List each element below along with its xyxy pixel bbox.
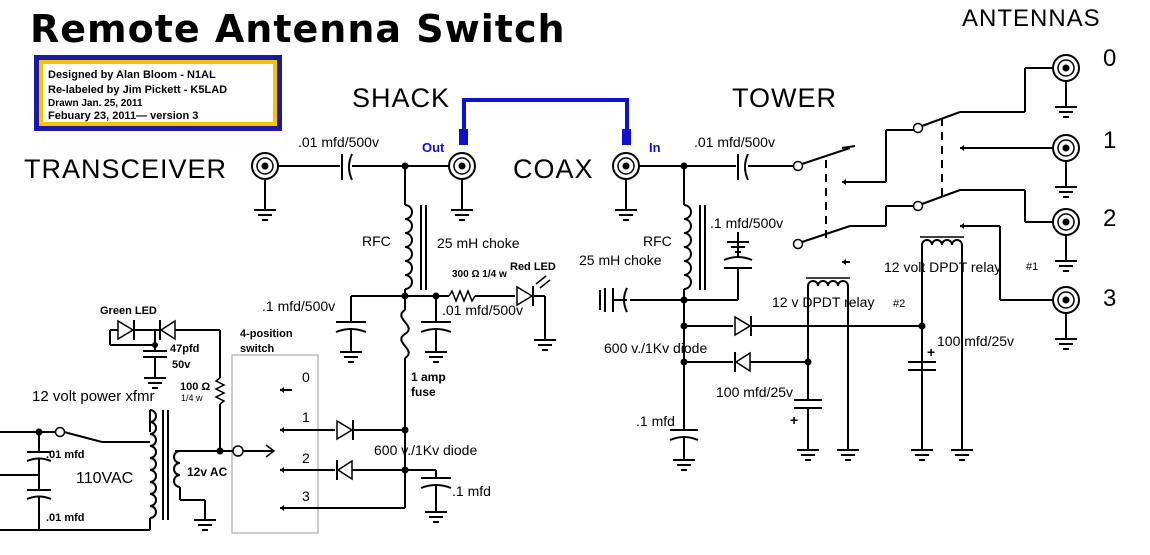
shack-label: SHACK <box>352 83 450 113</box>
shack-out-jack <box>448 152 476 180</box>
credits-box: Designed by Alan Bloom - N1AL Re-labeled… <box>34 55 282 131</box>
cap-shack-series-label: .01 mfd/500v <box>298 134 379 150</box>
red-led-label: Red LED <box>510 261 556 273</box>
cap-shack-bottom-label: .1 mfd <box>452 483 491 499</box>
choke-shack <box>404 204 427 290</box>
cap-100-a-label: 100 mfd/25v <box>937 333 1014 349</box>
antenna-num-0: 0 <box>1103 45 1117 72</box>
cap-tower-series <box>737 153 749 181</box>
cap-47pfd-label: 47pfd <box>170 343 199 355</box>
diode-sw-1 <box>336 419 354 441</box>
cap-shack-1-label: .1 mfd/500v <box>262 298 335 314</box>
tower-in-jack <box>612 152 640 180</box>
transceiver-jack <box>251 152 279 180</box>
antenna-jack-1 <box>1052 134 1080 198</box>
green-led-label: Green LED <box>100 305 157 317</box>
antenna-num-2: 2 <box>1103 205 1117 232</box>
in-label: In <box>649 140 661 155</box>
power-xfmr <box>149 409 181 520</box>
diode-tower-label: 600 v./1Kv diode <box>604 340 707 356</box>
switch-pos-3: 3 <box>302 488 310 504</box>
credit-line-2: Re-labeled by Jim Pickett - K5LAD <box>48 84 227 96</box>
cap-tower-1-label: .1 mfd/500v <box>710 215 783 231</box>
relay-1-coil <box>920 236 964 246</box>
cap-47pfd-v-label: 50v <box>172 359 191 371</box>
diode-sw-2 <box>336 459 353 481</box>
switch-pos-1: 1 <box>302 409 310 425</box>
fuse-label: 1 amp <box>411 370 446 384</box>
resistor-100-label: 100 Ω <box>180 381 210 393</box>
xfmr-label: 12 volt power xfmr <box>32 388 155 405</box>
coax-label: COAX <box>513 154 594 184</box>
choke-tower-label: 25 mH choke <box>579 252 662 268</box>
cap-ac-1-label: .01 mfd <box>46 449 85 461</box>
switch-box <box>231 354 319 534</box>
antenna-jack-3 <box>1052 286 1080 350</box>
credit-line-1: Designed by Alan Bloom - N1AL <box>48 69 216 81</box>
diode-shack-label: 600 v./1Kv diode <box>374 442 477 458</box>
cap-100-b-plus: + <box>790 412 798 428</box>
green-led-a <box>117 319 135 341</box>
switch-title: 4-position <box>240 328 293 340</box>
cap-tower-series-label: .01 mfd/500v <box>694 134 775 150</box>
green-led-b <box>159 319 176 341</box>
diagram-title: Remote Antenna Switch <box>30 7 566 51</box>
switch-title-2: switch <box>240 343 275 355</box>
cap-100-a-plus: + <box>927 344 935 360</box>
resistor-100-w-label: 1/4 w <box>181 393 203 403</box>
resistor-led-label: 300 Ω 1/4 w <box>452 269 507 280</box>
rfc-tower-label: RFC <box>643 233 672 249</box>
credit-line-4: Febuary 23, 2011— version 3 <box>48 110 198 122</box>
switch-pos-0: 0 <box>302 369 310 385</box>
fuse-label-2: fuse <box>411 385 436 399</box>
antenna-num-1: 1 <box>1103 127 1117 154</box>
red-led <box>516 275 551 307</box>
relay1-num: #1 <box>1026 261 1038 273</box>
diode-tower-2 <box>734 351 751 373</box>
relay-2-coil <box>806 277 850 287</box>
relay2-label: 12 v DPDT relay <box>772 294 874 310</box>
credit-line-3: Drawn Jan. 25, 2011 <box>48 98 143 109</box>
diode-tower-1 <box>734 315 752 337</box>
ac-out-label: 12v AC <box>187 465 228 479</box>
ac-in-label: 110VAC <box>76 470 133 487</box>
cap-shack-series <box>341 153 353 181</box>
rfc-shack-label: RFC <box>362 233 391 249</box>
cap-tower-bottom-label: .1 mfd <box>636 413 675 429</box>
relay1-label: 12 volt DPDT relay <box>884 259 1001 275</box>
cap-tower-side <box>599 287 628 313</box>
antenna-jack-0 <box>1052 54 1080 118</box>
antennas-label: ANTENNAS <box>962 5 1101 32</box>
coax-link <box>459 98 631 145</box>
choke-shack-label: 25 mH choke <box>437 235 520 251</box>
cap-ac-2-label: .01 mfd <box>46 512 85 524</box>
switch-pos-2: 2 <box>302 450 310 466</box>
antenna-jack-2 <box>1052 208 1080 272</box>
relay-contacts <box>792 67 1052 301</box>
cap-shack-led-label: .01 mfd/500v <box>442 302 523 318</box>
cap-100-b-label: 100 mfd/25v <box>716 384 793 400</box>
out-label: Out <box>422 140 445 155</box>
tower-label: TOWER <box>732 83 837 113</box>
antenna-num-3: 3 <box>1103 285 1117 312</box>
relay2-num: #2 <box>893 298 905 310</box>
transceiver-label: TRANSCEIVER <box>24 154 227 184</box>
choke-tower <box>683 204 706 290</box>
